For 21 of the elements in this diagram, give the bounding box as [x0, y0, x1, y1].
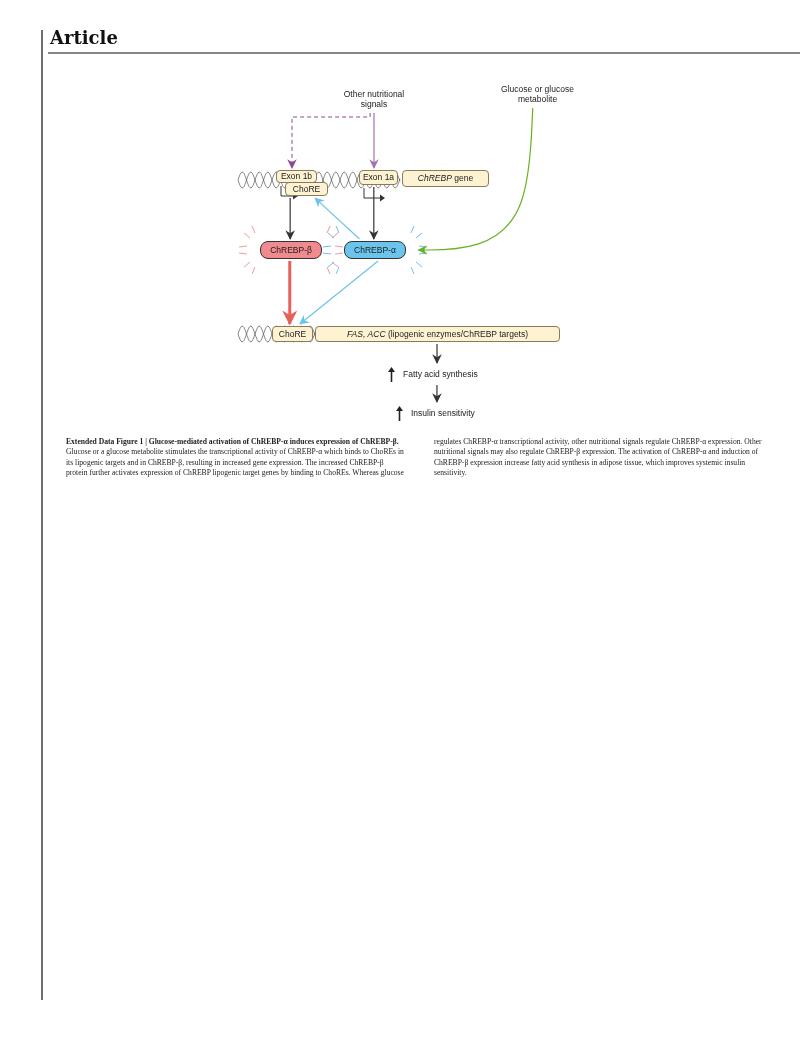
outcome-label: Fatty acid synthesis: [403, 368, 478, 380]
arrow: [369, 112, 379, 169]
section-header: Article: [50, 27, 118, 48]
gene-element-box: ChoRE: [272, 326, 313, 342]
gene-element-box: ChREBP gene: [402, 170, 489, 187]
protein-box: ChREBP-α: [344, 241, 406, 259]
arrow: [282, 261, 298, 326]
outcome-label: Insulin sensitivity: [411, 407, 475, 419]
gene-element-box: ChoRE: [285, 182, 328, 196]
arrow: [432, 384, 442, 403]
signal-label: Glucose or glucose metabolite: [490, 82, 585, 106]
protein-box: ChREBP-β: [260, 241, 322, 259]
signal-label: Other nutritional signals: [335, 87, 413, 111]
arrow: [285, 197, 295, 240]
arrow: [299, 260, 379, 325]
arrow: [432, 343, 442, 364]
arrow: [369, 186, 379, 240]
arrow: [417, 107, 534, 255]
gene-element-box: FAS, ACC (lipogenic enzymes/ChREBP targets): [315, 326, 560, 342]
arrow: [287, 112, 371, 169]
arrow: [314, 197, 361, 240]
